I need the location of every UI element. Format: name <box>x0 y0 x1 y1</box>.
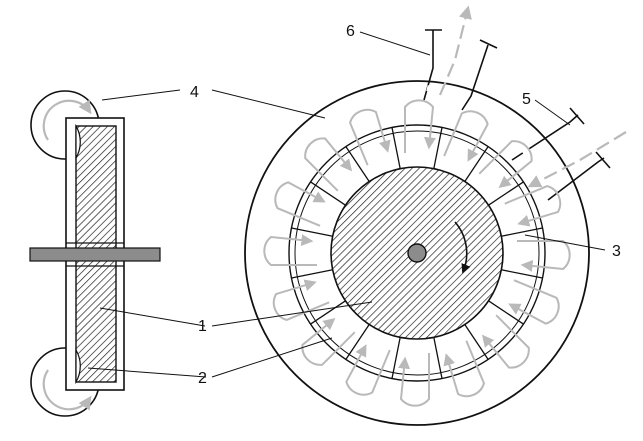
impeller-vane <box>345 146 370 182</box>
side-section-view <box>29 90 161 417</box>
side-shaft <box>29 247 161 262</box>
impeller-vane <box>345 324 370 360</box>
flow-loop <box>508 279 560 325</box>
flow-loop <box>504 184 562 227</box>
flow-loop <box>443 340 486 398</box>
impeller-outer-ring <box>288 124 546 382</box>
rotation-arrow <box>454 221 471 274</box>
impeller-vane <box>391 127 401 169</box>
label-4: 4 <box>190 84 199 101</box>
suction-nozzle <box>511 107 611 201</box>
suction-flow-arrow <box>527 131 627 188</box>
impeller-vane <box>464 146 489 182</box>
flow-loop <box>348 108 391 166</box>
impeller-vane <box>310 181 346 206</box>
flow-loop <box>272 279 330 322</box>
flow-loop <box>345 344 391 396</box>
flow-loop <box>263 234 317 266</box>
label-3: 3 <box>612 243 621 260</box>
casing-outer <box>244 80 590 426</box>
flow-loop <box>398 353 430 407</box>
impeller-vane <box>433 337 443 379</box>
side-flow-arrow-top <box>42 99 92 141</box>
impeller-vane <box>501 227 543 237</box>
flow-loops <box>263 99 571 407</box>
impeller-vane <box>291 269 333 279</box>
leader-lines <box>87 31 606 378</box>
flow-loop <box>304 137 353 192</box>
flow-loop <box>404 99 436 153</box>
impeller-vane <box>488 300 524 325</box>
discharge-flow-arrow <box>438 5 472 96</box>
label-2: 2 <box>198 370 207 387</box>
flow-loop <box>481 314 530 369</box>
impeller-vane <box>501 269 543 279</box>
impeller-vane <box>488 181 524 206</box>
impeller-vane <box>310 300 346 325</box>
label-1: 1 <box>198 318 207 335</box>
impeller-vanes <box>291 127 543 379</box>
flow-loop <box>517 240 571 272</box>
label-5: 5 <box>522 91 531 108</box>
impeller-vane <box>464 324 489 360</box>
impeller-mid-ring <box>294 130 540 376</box>
side-flow-arrow-bottom <box>42 369 92 411</box>
impeller-vane <box>291 227 333 237</box>
shaft-center <box>407 243 427 263</box>
flow-loop <box>274 181 326 227</box>
impeller-vane <box>433 127 443 169</box>
side-blade-pocket-top <box>75 123 81 161</box>
flow-loop <box>478 140 533 189</box>
label-6: 6 <box>346 23 355 40</box>
flow-loop <box>301 317 356 366</box>
side-blade-pocket-bottom <box>75 347 81 385</box>
flow-loop <box>443 110 489 162</box>
impeller-vane <box>391 337 401 379</box>
front-section-view <box>244 5 627 426</box>
